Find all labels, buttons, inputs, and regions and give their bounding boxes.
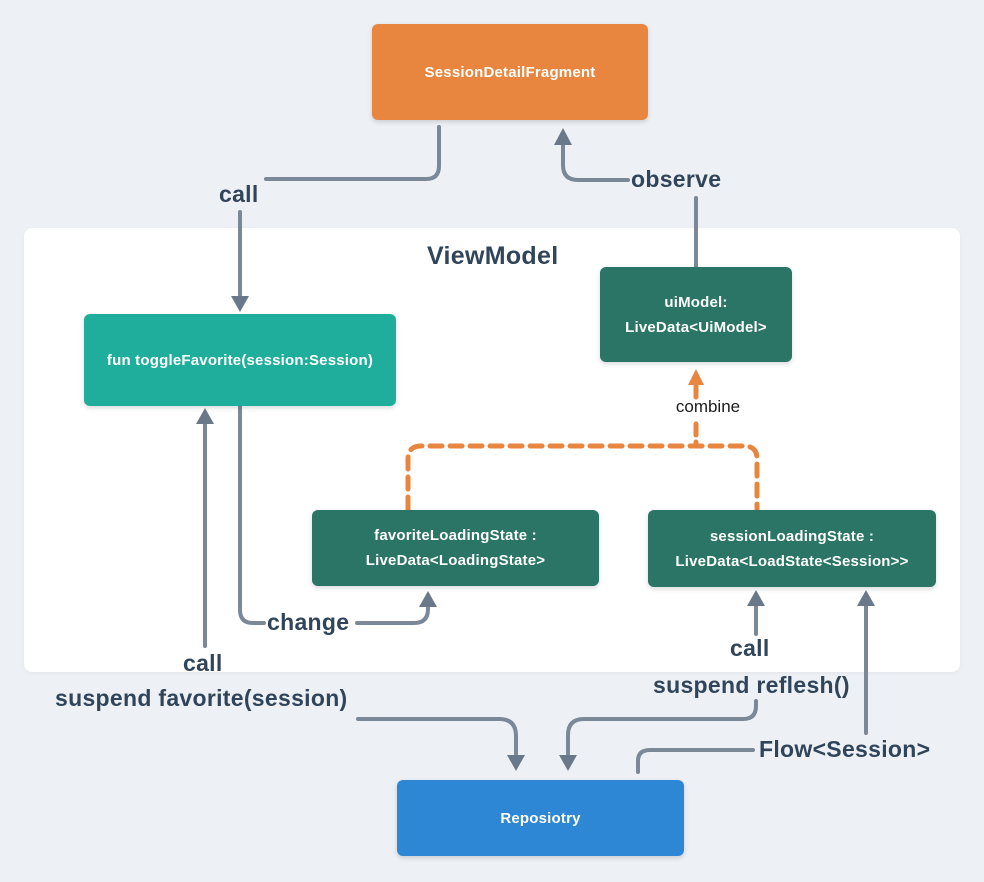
node-favorite-loading-state-line2: LiveData<LoadingState> <box>365 552 546 569</box>
edge-label-observe: observe <box>631 166 722 192</box>
edge-label-call-left: call <box>183 650 223 676</box>
viewmodel-container <box>24 228 960 672</box>
node-repository: Reposiotry <box>397 780 684 856</box>
node-favorite-loading-state: favoriteLoadingState : LiveData<LoadingS… <box>312 510 599 586</box>
edge-label-suspend-favorite: suspend favorite(session) <box>55 685 348 711</box>
edge-flow-elbow <box>636 748 755 774</box>
edge-suspend-favorite-line <box>356 717 518 756</box>
arrowhead-observe <box>554 128 572 145</box>
node-ui-model-line2: LiveData<UiModel> <box>625 318 767 336</box>
edge-observe-elbow <box>561 143 630 182</box>
arrowhead-suspend-favorite <box>507 755 525 771</box>
node-session-loading-state-line2: LiveData<LoadState<Session>> <box>675 552 909 570</box>
edge-suspend-reflesh-line <box>566 699 758 756</box>
node-toggle-favorite-label: fun toggleFavorite(session:Session) <box>106 351 374 369</box>
edge-label-suspend-reflesh: suspend reflesh() <box>653 672 850 698</box>
node-favorite-loading-state-line1: favoriteLoadingState : <box>374 527 537 544</box>
viewmodel-title: ViewModel <box>427 242 559 270</box>
edge-label-call-top: call <box>219 181 259 207</box>
edge-call-top-elbow <box>264 125 441 181</box>
node-session-loading-state-line1: sessionLoadingState : <box>709 527 875 545</box>
node-session-loading-state: sessionLoadingState : LiveData<LoadState… <box>648 510 936 587</box>
node-repository-label: Reposiotry <box>500 809 581 827</box>
edge-label-flow-session: Flow<Session> <box>759 736 931 762</box>
node-ui-model: uiModel: LiveData<UiModel> <box>600 267 792 362</box>
edge-label-combine: combine <box>675 397 741 416</box>
node-session-detail-fragment-label: SessionDetailFragment <box>424 63 596 81</box>
edge-label-change: change <box>267 609 350 635</box>
node-ui-model-line1: uiModel: <box>664 293 728 311</box>
node-session-detail-fragment: SessionDetailFragment <box>372 24 648 120</box>
edge-label-call-right: call <box>730 635 770 661</box>
node-toggle-favorite: fun toggleFavorite(session:Session) <box>84 314 396 406</box>
arrowhead-suspend-reflesh <box>559 755 577 771</box>
